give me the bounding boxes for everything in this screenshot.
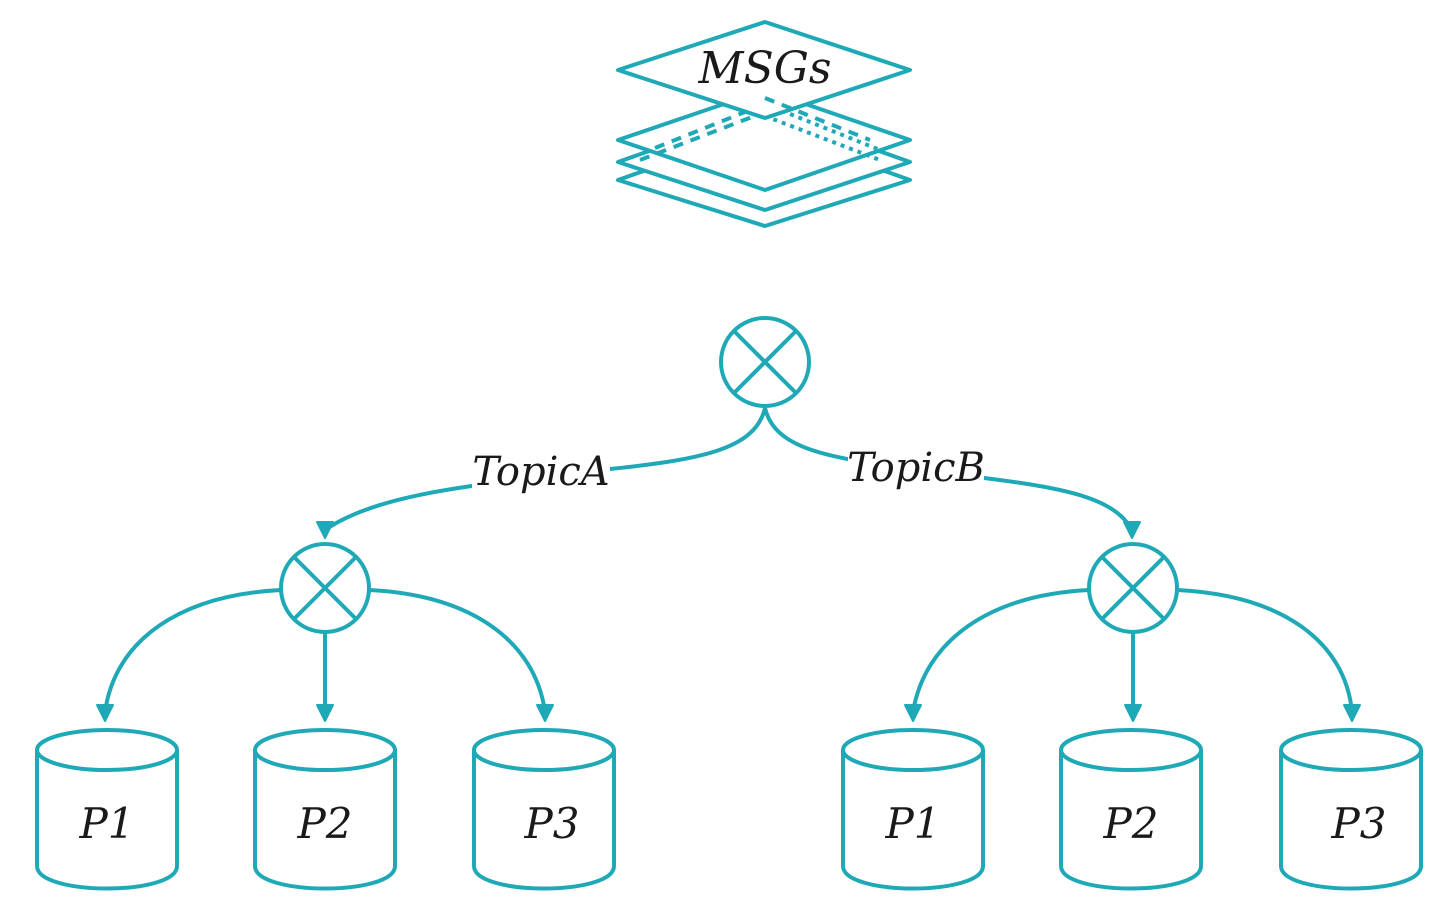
topic-b-exchange-icon xyxy=(1087,542,1179,634)
topic-a-partition-connectors xyxy=(96,588,554,722)
topic-a-partition-3: P3 xyxy=(472,728,616,891)
partition-label: P3 xyxy=(1331,799,1387,848)
topic-b-connector: TopicB xyxy=(763,406,1141,539)
topic-a-partition-1: P1 xyxy=(35,728,179,891)
messages-label: MSGs xyxy=(698,43,832,94)
topic-b-partition-connectors xyxy=(904,588,1361,722)
topic-b-partition-3: P3 xyxy=(1279,728,1423,891)
partition-label: P1 xyxy=(79,799,135,848)
topic-b-partition-1: P1 xyxy=(841,728,985,891)
topic-a-connector: TopicA xyxy=(316,406,767,539)
topic-a-partition-2: P2 xyxy=(253,728,397,891)
partition-label: P3 xyxy=(524,799,580,848)
root-exchange-icon xyxy=(719,316,811,408)
messages-stack-icon: MSGs xyxy=(616,20,912,228)
topic-b-partition-2: P2 xyxy=(1059,728,1203,891)
topic-a-label: TopicA xyxy=(472,449,609,495)
partition-label: P1 xyxy=(885,799,941,848)
partition-label: P2 xyxy=(1103,799,1159,848)
topic-a-exchange-icon xyxy=(279,542,371,634)
topic-b-label: TopicB xyxy=(847,445,985,491)
partition-label: P2 xyxy=(297,799,353,848)
